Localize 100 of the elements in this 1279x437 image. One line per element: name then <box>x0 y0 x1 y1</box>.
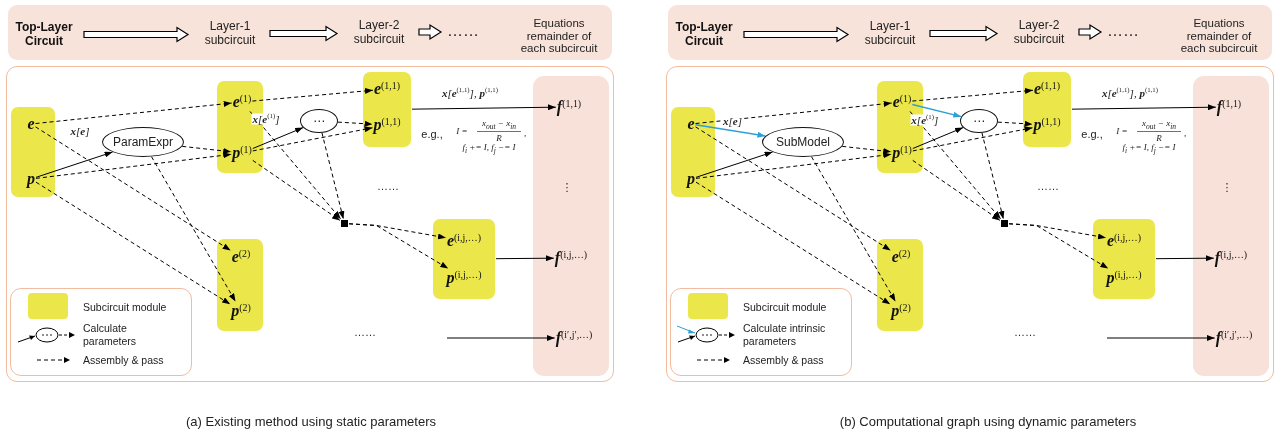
layer-label: Layer-2 subcircuit <box>343 19 415 47</box>
variable-label: f$^{(1,1)}$ <box>556 98 582 116</box>
operation-ellipse: ParamExpr <box>102 127 184 157</box>
variable-label: p$^{(2)}$ <box>891 302 911 320</box>
subcircuit-module <box>11 107 55 197</box>
dashed-arrow <box>252 126 373 152</box>
variable-label: p$^{(1)}$ <box>232 144 252 162</box>
variable-label: p$^{(1,1)}$ <box>373 116 401 134</box>
dashed-arrow <box>695 100 893 125</box>
arrow <box>912 127 964 149</box>
variable-label: e$^{(2)}$ <box>891 248 911 266</box>
dashed-arrow <box>695 152 892 179</box>
dashed-arrow <box>181 145 232 154</box>
junction-square <box>1001 220 1008 227</box>
subcircuit-module <box>1093 219 1155 299</box>
block-arrow <box>418 23 443 41</box>
junction-square <box>341 220 348 227</box>
dashed-arrow <box>997 120 1033 127</box>
legend-text: Subcircuit module <box>83 300 168 314</box>
arrow <box>1106 335 1216 341</box>
variable-label: f$^{(i′,j′,…)}$ <box>1215 329 1253 347</box>
legend-text: Assembly & pass <box>743 353 825 367</box>
dashed-arrow <box>981 132 1005 220</box>
edge-label: x[e$^{(1,1)}$], p$^{(1,1)}$ <box>440 87 499 99</box>
layer-header-band: Top-Layer Circuit Layer-1 subcircuit Layer-2 subcircuit …… Equations remainder of each subcircuit <box>668 5 1272 60</box>
dashed-arrow <box>695 181 891 305</box>
subcircuit-module <box>433 219 495 299</box>
formula-text: I = <box>1116 126 1128 136</box>
formula-text: x$_{out}$ − x$_{in}$ <box>1142 119 1176 131</box>
variable-label: e$^{(1)}$ <box>232 93 252 111</box>
operation-ellipse: SubModel <box>762 127 844 157</box>
equation-column <box>1193 76 1269 376</box>
formula-text: f$_{i}$ += I, f$_{j}$ −= I <box>1122 143 1176 155</box>
ellipsis-mark: …… <box>1037 180 1059 192</box>
dashed-arrow <box>695 126 892 251</box>
panel-frame <box>666 66 1274 382</box>
layer-label: Top-Layer Circuit <box>8 21 80 49</box>
variable-label: e <box>687 116 695 132</box>
dashed-arrow <box>251 88 374 102</box>
dashed-arrow <box>912 126 1033 152</box>
variable-label: e$^{(2)}$ <box>231 248 251 266</box>
dashed-arrow <box>35 152 232 179</box>
dashed-arrow <box>35 100 233 125</box>
dashed-arrow <box>811 156 896 303</box>
variable-label: p$^{(1)}$ <box>892 144 912 162</box>
variable-label: f$^{(1,1)}$ <box>1216 98 1242 116</box>
variable-label: e$^{(i,j,…)}$ <box>1106 232 1142 250</box>
subcircuit-module <box>1023 72 1071 147</box>
ellipsis-mark: …… <box>354 326 376 338</box>
variable-label: f$^{(i,j,…)}$ <box>554 249 588 267</box>
legend-text: Subcircuit module <box>743 300 828 314</box>
dashed-arrow <box>321 132 345 220</box>
variable-label: p <box>27 171 35 187</box>
caption: (b) Computational graph using dynamic parameters <box>839 413 1137 429</box>
dashed-arrow <box>911 88 1034 102</box>
layer-label: Layer-1 subcircuit <box>194 20 266 48</box>
ellipsis-mark: ⋮ <box>561 180 573 194</box>
variable-label: e <box>27 116 35 132</box>
legend-text: Calculate intrinsic parameters <box>743 322 827 348</box>
annotation-text: e.g., <box>1081 128 1103 140</box>
formula-text: R <box>496 133 502 143</box>
subcircuit-module <box>217 239 263 331</box>
subcircuit-module <box>877 239 923 331</box>
dashed-arrow <box>909 110 1002 220</box>
edge-label: x[e$^{(1,1)}$], p$^{(1,1)}$ <box>1100 87 1159 99</box>
legend-text: Assembly & pass <box>83 353 165 367</box>
edge-label: x[e] <box>722 115 743 127</box>
block-arrow <box>269 25 339 42</box>
formula-text: , <box>523 128 527 138</box>
operation-ellipse: ⋯ <box>300 109 338 133</box>
edge-label: x[e$^{(1)}$] <box>910 114 940 126</box>
caption: (a) Existing method using static parameters <box>186 413 436 429</box>
layer-label: Top-Layer Circuit <box>668 21 740 49</box>
operation-ellipse: ⋯ <box>960 109 998 133</box>
block-arrow <box>929 25 999 42</box>
dashed-arrow <box>912 159 1001 221</box>
arrow <box>411 104 557 111</box>
arrow <box>446 335 556 341</box>
ellipsis-mark: ⋮ <box>1221 180 1233 194</box>
dashed-arrow <box>35 126 232 251</box>
dashed-arrow <box>337 120 373 127</box>
formula-text: , <box>1183 128 1187 138</box>
variable-label: e$^{(1,1)}$ <box>373 80 401 98</box>
equation-column <box>533 76 609 376</box>
subcircuit-module <box>217 81 263 173</box>
block-arrow <box>743 26 850 43</box>
arrow <box>911 103 962 118</box>
layer-header-band: Top-Layer Circuit Layer-1 subcircuit Layer-2 subcircuit …… Equations remainder of each subcircuit <box>8 5 612 60</box>
formula-text: I = <box>456 126 468 136</box>
annotation-text: e.g., <box>421 128 443 140</box>
variable-label: f$^{(i,j,…)}$ <box>1214 249 1248 267</box>
variable-label: x[e] <box>69 125 91 137</box>
ellipsis-mark: …… <box>1014 326 1036 338</box>
subcircuit-module <box>671 107 715 197</box>
variable-label: p$^{(i,j,…)}$ <box>446 269 482 287</box>
variable-label: p <box>687 171 695 187</box>
block-arrow <box>1078 23 1103 41</box>
arrow <box>495 255 555 262</box>
arrow <box>35 151 114 178</box>
dashed-arrow <box>249 110 342 220</box>
